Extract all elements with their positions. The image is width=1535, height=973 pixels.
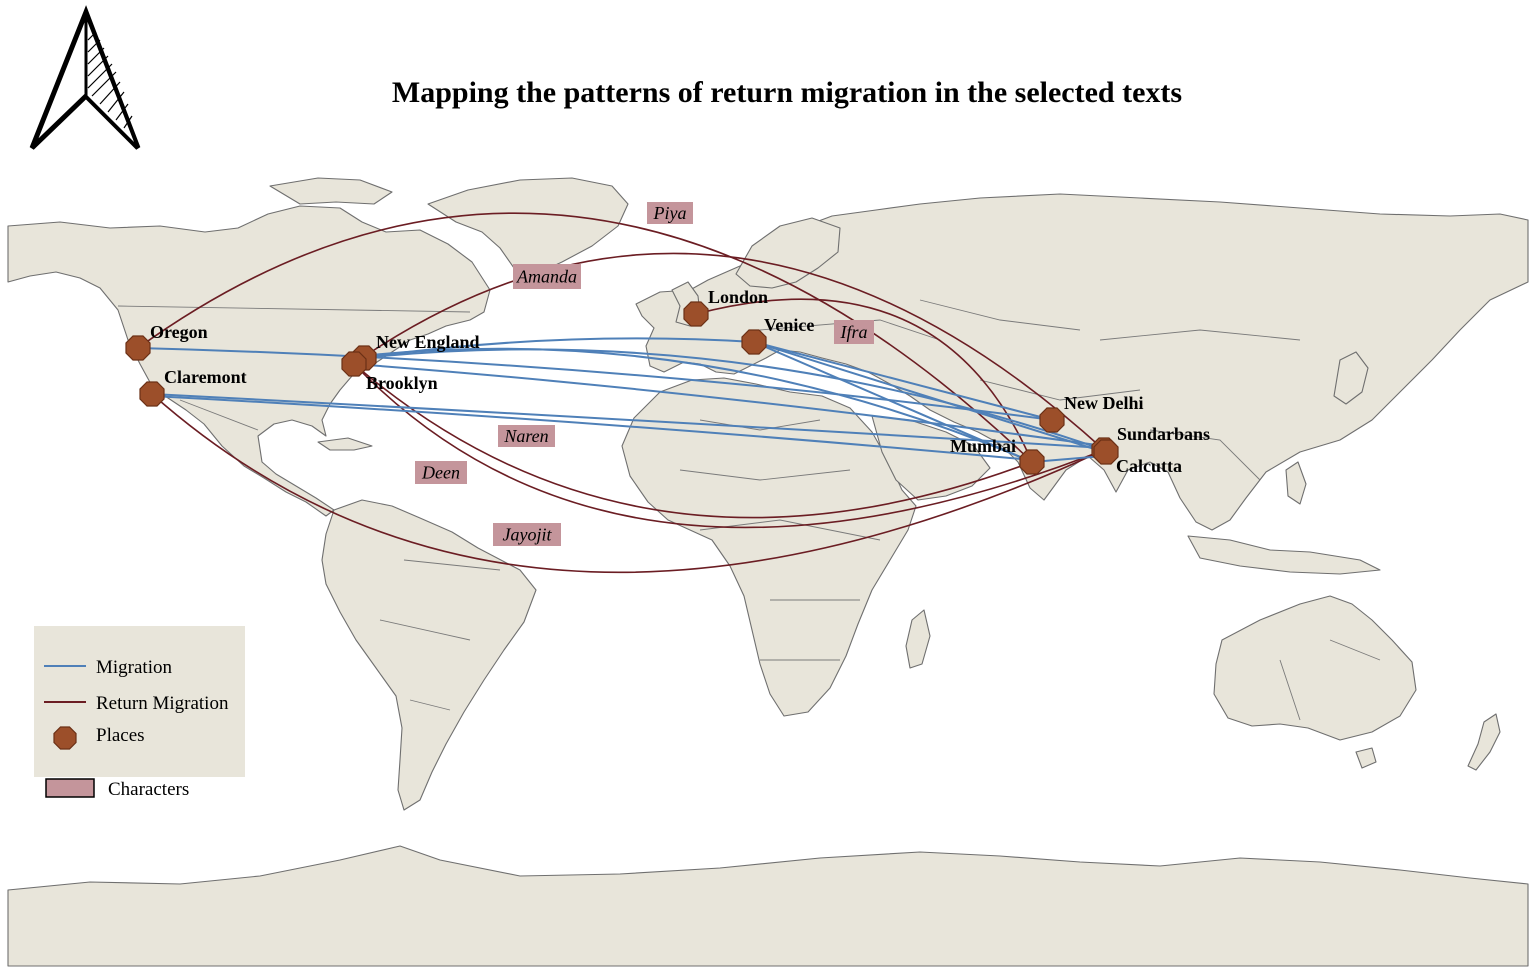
- land-antarctica: [7, 845, 1529, 967]
- character-box-jayojit: [493, 523, 561, 546]
- legend-migration-label: Migration: [96, 657, 172, 678]
- return-route-claremont-calcutta: [151, 393, 1105, 574]
- migration-route-claremont-calcutta: [151, 393, 1105, 449]
- place-marker-brooklyn: [341, 351, 367, 377]
- legend-characters-label: Characters: [108, 779, 189, 800]
- place-label-london: London: [708, 287, 768, 307]
- land-layer: [7, 177, 1529, 967]
- character-label-amanda: Amanda: [516, 267, 577, 287]
- legend-places-swatch: [53, 726, 77, 750]
- character-box-ifra: [834, 320, 874, 344]
- land-arabia: [871, 415, 991, 501]
- land-indonesia: [1187, 535, 1381, 575]
- land-japan: [1333, 351, 1369, 405]
- land-arctic-islands: [269, 177, 393, 205]
- character-label-jayojit: Jayojit: [503, 525, 553, 545]
- place-marker-calcutta: [1093, 439, 1119, 465]
- place-label-calcutta: Calcutta: [1116, 456, 1182, 476]
- land-tasmania: [1355, 747, 1377, 769]
- place-marker-new-delhi: [1039, 407, 1065, 433]
- return-route-newengland-calcutta: [361, 252, 1105, 451]
- place-label-oregon: Oregon: [150, 322, 208, 342]
- map-title: Mapping the patterns of return migration…: [392, 76, 1182, 109]
- place-label-mumbai: Mumbai: [950, 436, 1016, 456]
- return-route-london-mumbai: [695, 298, 1033, 463]
- migration-route-newengland-mumbai: [361, 347, 1033, 463]
- character-label-deen: Deen: [421, 463, 460, 483]
- land-greenland: [427, 177, 629, 275]
- character-box-piya: [647, 202, 693, 224]
- north-arrow-icon: [29, 5, 141, 150]
- country-borders: [117, 299, 1381, 721]
- migration-route-oregon-newdelhi: [137, 347, 1053, 421]
- migration-route-venice-mumbai: [753, 341, 1033, 463]
- place-marker-claremont: [139, 381, 165, 407]
- place-label-brooklyn: Brooklyn: [366, 373, 438, 393]
- land-australia: [1213, 595, 1417, 741]
- character-label-piya: Piya: [653, 203, 687, 223]
- migration-routes: [137, 337, 1105, 463]
- return-migration-routes: [137, 212, 1105, 574]
- place-label-venice: Venice: [764, 315, 814, 335]
- place-marker-mumbai: [1019, 449, 1045, 475]
- migration-route-newengland-calcutta: [361, 348, 1105, 451]
- place-marker-venice: [741, 329, 767, 355]
- return-route-brooklyn-mumbai: [353, 363, 1033, 519]
- legend-characters-swatch: [45, 778, 95, 798]
- return-route-brooklyn-calcutta: [353, 363, 1105, 529]
- land-new-zealand: [1467, 713, 1501, 771]
- place-label-sundarbans: Sundarbans: [1117, 424, 1210, 444]
- migration-route-venice-newdelhi: [753, 341, 1053, 421]
- character-label-naren: Naren: [503, 426, 548, 446]
- migration-route-venice-calcutta: [753, 341, 1105, 453]
- legend-places-label: Places: [96, 725, 145, 746]
- character-label-ifra: Ifra: [840, 322, 868, 342]
- legend-return-migration-label: Return Migration: [96, 693, 229, 714]
- character-box-deen: [415, 461, 467, 484]
- place-label-new-delhi: New Delhi: [1064, 393, 1144, 413]
- character-box-amanda: [513, 264, 581, 289]
- migration-route-claremont-mumbai: [151, 395, 1033, 461]
- land-caribbean: [317, 437, 373, 451]
- place-marker-oregon: [125, 335, 151, 361]
- return-route-oregon-mumbai: [137, 212, 1033, 463]
- migration-route-brooklyn-calcutta: [353, 363, 1105, 447]
- place-marker-london: [683, 301, 709, 327]
- land-eurasia: [635, 193, 1529, 531]
- land-south-america: [321, 499, 537, 811]
- legend: Migration Return Migration Places Charac…: [34, 626, 245, 800]
- place-label-claremont: Claremont: [164, 367, 247, 387]
- land-africa: [621, 377, 917, 717]
- land-philippines: [1285, 461, 1307, 505]
- place-label-new-england: New England: [376, 332, 480, 352]
- character-box-naren: [498, 425, 555, 447]
- land-madagascar: [905, 609, 931, 669]
